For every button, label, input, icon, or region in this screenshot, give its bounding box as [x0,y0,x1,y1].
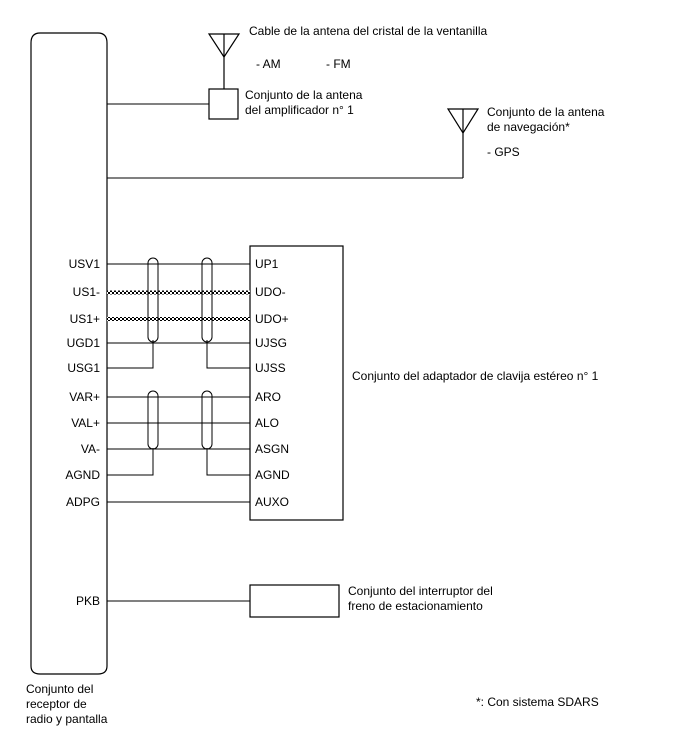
receiver-label-line-1: Conjunto del [26,682,93,696]
band-fm: - FM [326,57,351,71]
band-gps: - GPS [487,145,520,159]
usb-shield-right [201,257,213,343]
pin-up1: UP1 [255,257,279,271]
pin-ugd1: UGD1 [67,336,101,350]
gps-antenna-icon [446,108,480,178]
stereo-adapter-label: Conjunto del adaptador de clavija estére… [352,369,599,383]
pin-us1-plus: US1+ [70,312,100,326]
amplifier-label-line-2: del amplificador n° 1 [245,103,354,117]
wire-usg1-shield [107,340,154,369]
amplifier-box [208,88,239,120]
usb-shield-left [147,257,159,343]
audio-shield-left [147,390,159,450]
brake-switch-box [249,584,340,618]
pin-usv1: USV1 [69,257,101,271]
pin-adpg: ADPG [66,495,100,509]
pin-agnd-left: AGND [65,468,100,482]
pin-pkb: PKB [76,594,100,608]
footnote: *: Con sistema SDARS [476,695,599,709]
window-antenna-title: Cable de la antena del cristal de la ven… [249,24,487,38]
pin-asgn: ASGN [255,442,289,456]
twisted-wire-us1-plus [107,317,250,321]
wire-agnd-right-shield [206,448,250,476]
pin-ujss: UJSS [255,361,286,375]
pin-ujsg: UJSG [255,336,287,350]
stereo-adapter-box [249,245,344,521]
nav-antenna-label-line-2: de navegación* [487,120,570,134]
pin-udo-plus: UDO+ [255,312,289,326]
receiver-unit [30,32,108,675]
wire-ujss-shield [206,340,250,369]
pin-agnd-right: AGND [255,468,290,482]
brake-switch-label-line-2: freno de estacionamiento [348,599,483,613]
pin-udo-minus: UDO- [255,285,286,299]
twisted-wire-us1-minus [107,290,250,295]
amplifier-label-line-1: Conjunto de la antena [245,88,363,102]
receiver-label-line-2: receptor de [26,697,87,711]
pin-val-plus: VAL+ [71,416,100,430]
audio-shield-right [201,390,213,450]
pin-var-plus: VAR+ [69,390,100,404]
wire-agnd-shield [107,448,154,476]
nav-antenna-label-line-1: Conjunto de la antena [487,105,605,119]
pin-us1-minus: US1- [73,285,100,299]
receiver-label-line-3: radio y pantalla [26,712,108,726]
pin-usg1: USG1 [67,361,100,375]
pin-auxo: AUXO [255,495,289,509]
band-am: - AM [256,57,281,71]
brake-switch-label-line-1: Conjunto del interruptor del [348,584,493,598]
pin-aro: ARO [255,390,281,404]
window-antenna-icon [207,33,241,89]
pin-alo: ALO [255,416,279,430]
pin-va-minus: VA- [81,442,100,456]
